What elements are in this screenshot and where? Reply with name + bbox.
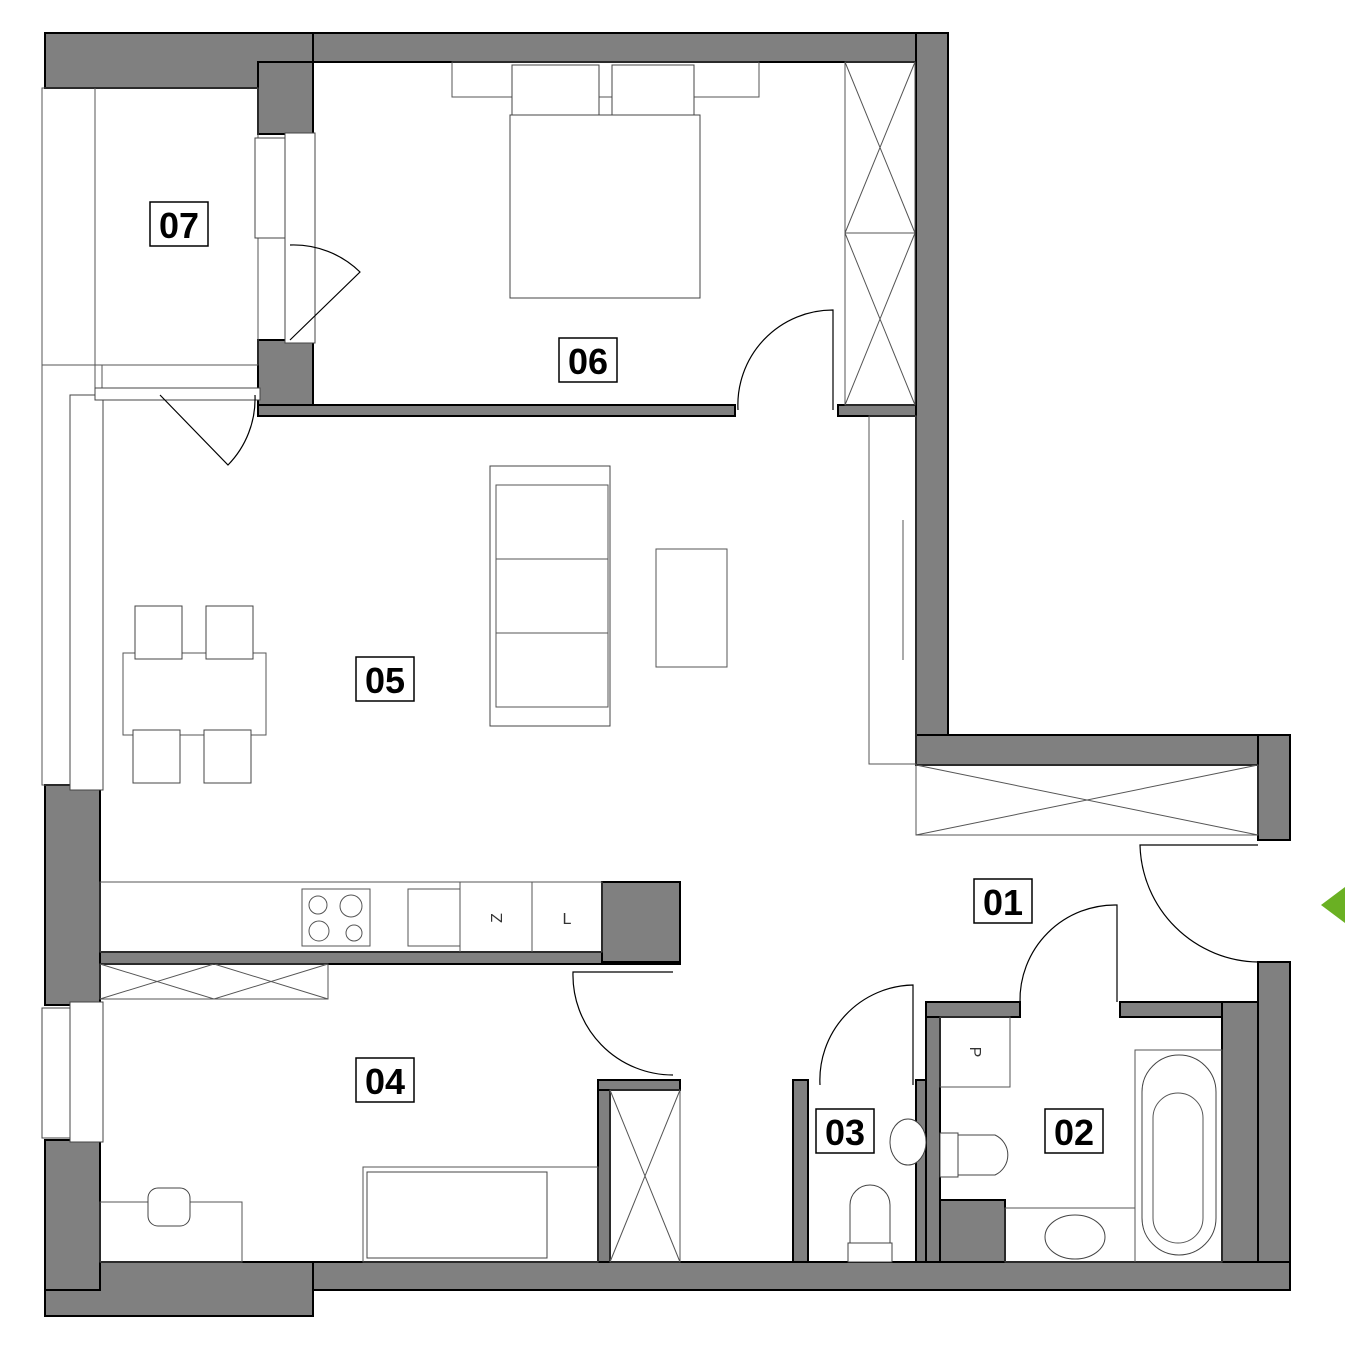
room-label-05: 05 xyxy=(355,656,415,702)
svg-text:07: 07 xyxy=(159,205,199,246)
washer-label: P xyxy=(966,1047,983,1058)
svg-text:05: 05 xyxy=(365,660,405,701)
svg-text:06: 06 xyxy=(568,341,608,382)
doors xyxy=(159,244,1259,1086)
fridge-label: Z xyxy=(489,913,506,923)
room-label-04: 04 xyxy=(355,1057,415,1103)
svg-text:04: 04 xyxy=(365,1061,405,1102)
room-label-03: 03 xyxy=(815,1108,875,1154)
balcony xyxy=(41,87,316,1143)
svg-text:01: 01 xyxy=(983,882,1023,923)
triangle-left-icon xyxy=(1321,887,1345,923)
svg-text:02: 02 xyxy=(1054,1112,1094,1153)
room-label-07: 07 xyxy=(149,201,209,247)
furniture xyxy=(99,61,1259,1263)
room-label-02: 02 xyxy=(1044,1108,1104,1154)
walls xyxy=(44,32,1291,1317)
room-label-06: 06 xyxy=(558,337,618,383)
room-label-01: 01 xyxy=(973,878,1033,924)
svg-text:03: 03 xyxy=(825,1112,865,1153)
dishwasher-label: L xyxy=(563,911,572,928)
